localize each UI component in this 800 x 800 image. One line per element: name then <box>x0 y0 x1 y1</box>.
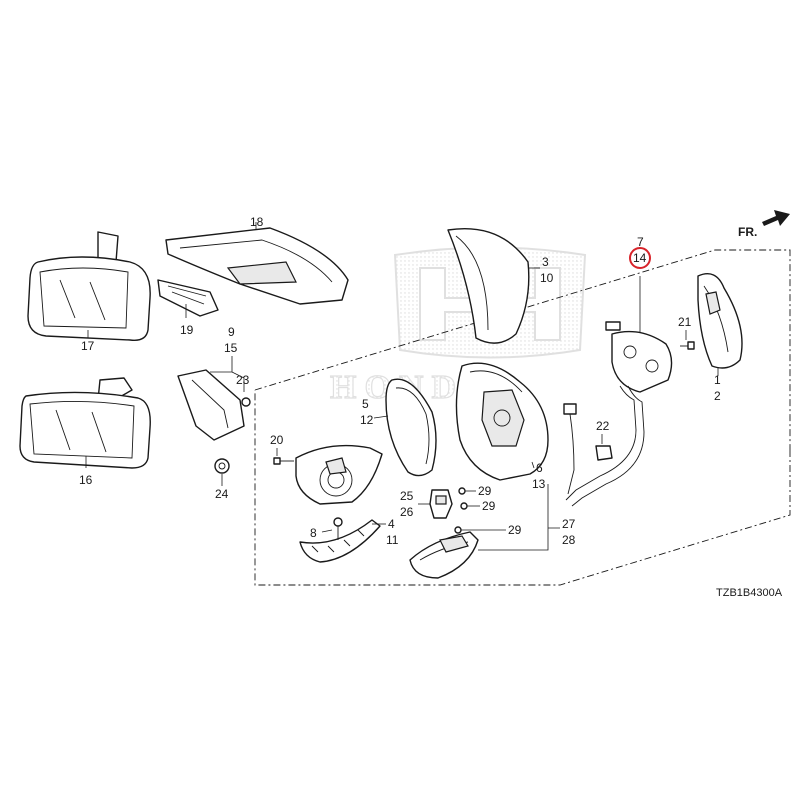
highlight-ring <box>629 247 651 269</box>
callout-28: 28 <box>562 533 576 547</box>
callout-19: 19 <box>180 323 194 337</box>
callout-6: 6 <box>536 461 543 475</box>
callout-16: 16 <box>79 473 93 487</box>
lower-cover-27-28 <box>409 531 479 579</box>
screw-8 <box>333 517 343 540</box>
callout-26: 26 <box>400 505 414 519</box>
side-turn-light-1-2 <box>697 273 743 369</box>
callout-13: 13 <box>532 477 546 491</box>
skull-cap-3-10 <box>447 228 530 344</box>
callout-1: 1 <box>714 373 721 387</box>
clip-22 <box>595 445 613 461</box>
callout-23: 23 <box>236 373 250 387</box>
callout-21: 21 <box>678 315 692 329</box>
callout-29-c: 29 <box>508 523 522 537</box>
callout-27: 27 <box>562 517 576 531</box>
direction-arrow-icon <box>762 210 790 226</box>
screw-29-b <box>460 502 480 510</box>
callout-20: 20 <box>270 433 284 447</box>
screw-29-a <box>458 487 476 495</box>
screw-21 <box>680 341 695 350</box>
callout-22: 22 <box>596 419 610 433</box>
callout-18: 18 <box>250 215 264 229</box>
callout-14: 14 <box>633 251 647 265</box>
mirror-base-actuator <box>295 444 383 505</box>
callout-7: 7 <box>637 235 644 249</box>
callout-4: 4 <box>388 517 395 531</box>
base-garnish-4-11 <box>299 519 381 563</box>
direction-label: FR. <box>738 225 757 239</box>
callout-15: 15 <box>224 341 238 355</box>
bracket-9-15 <box>177 369 245 441</box>
diagram-code: TZB1B4300A <box>716 587 783 599</box>
mirror-cover-19 <box>157 279 219 317</box>
switch-25-26 <box>429 489 453 519</box>
mirror-glass-5-12 <box>385 378 437 477</box>
callout-24: 24 <box>215 487 229 501</box>
callout-5: 5 <box>362 397 369 411</box>
callout-29-a: 29 <box>478 484 492 498</box>
mirror-housing-6-13 <box>455 362 549 481</box>
callout-2: 2 <box>714 389 721 403</box>
rear-view-mirror-16 <box>19 377 151 469</box>
actuator-harness-7-14 <box>563 321 673 507</box>
grommet-24 <box>214 458 230 474</box>
front-direction-indicator: FR. <box>738 210 790 239</box>
callout-25: 25 <box>400 489 414 503</box>
callout-8: 8 <box>310 526 317 540</box>
callout-11: 11 <box>386 533 399 547</box>
callout-10: 10 <box>540 271 554 285</box>
screw-29-c <box>454 526 506 534</box>
rear-view-mirror-17 <box>27 231 151 341</box>
callout-9: 9 <box>228 325 235 339</box>
callout-12: 12 <box>360 413 374 427</box>
callout-29-b: 29 <box>482 499 496 513</box>
callout-3: 3 <box>542 255 549 269</box>
callout-17: 17 <box>81 339 95 353</box>
mirror-cover-18 <box>165 227 349 305</box>
screw-20 <box>273 457 294 465</box>
